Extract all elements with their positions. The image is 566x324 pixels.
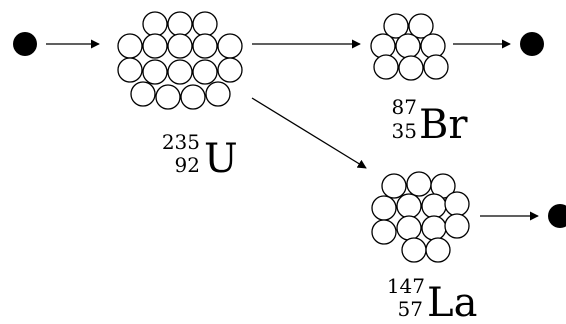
uranium-label: 235 92 U [162,130,238,182]
lanthanum-symbol: La [427,280,477,324]
bromine-label: 87 35 Br [392,95,469,148]
lanthanum-label: 147 57 La [387,274,478,324]
lanthanum-nucleus [371,171,470,263]
arrow-uranium-to-lanthanum [251,97,367,169]
bromine-emitted-neutron [520,32,544,56]
lanthanum-atomic-number: 57 [398,297,423,321]
bromine-atomic-number: 35 [392,119,417,143]
bromine-symbol: Br [419,102,468,148]
uranium-mass-number: 235 [162,130,200,154]
lanthanum-mass-number: 147 [387,274,425,298]
bromine-nucleus [370,13,449,81]
uranium-symbol: U [204,136,238,182]
uranium-nucleus [117,11,243,110]
incoming-neutron [13,32,37,56]
bromine-mass-number: 87 [392,95,417,119]
lanthanum-emitted-neutron [548,204,566,228]
uranium-atomic-number: 92 [175,153,200,177]
